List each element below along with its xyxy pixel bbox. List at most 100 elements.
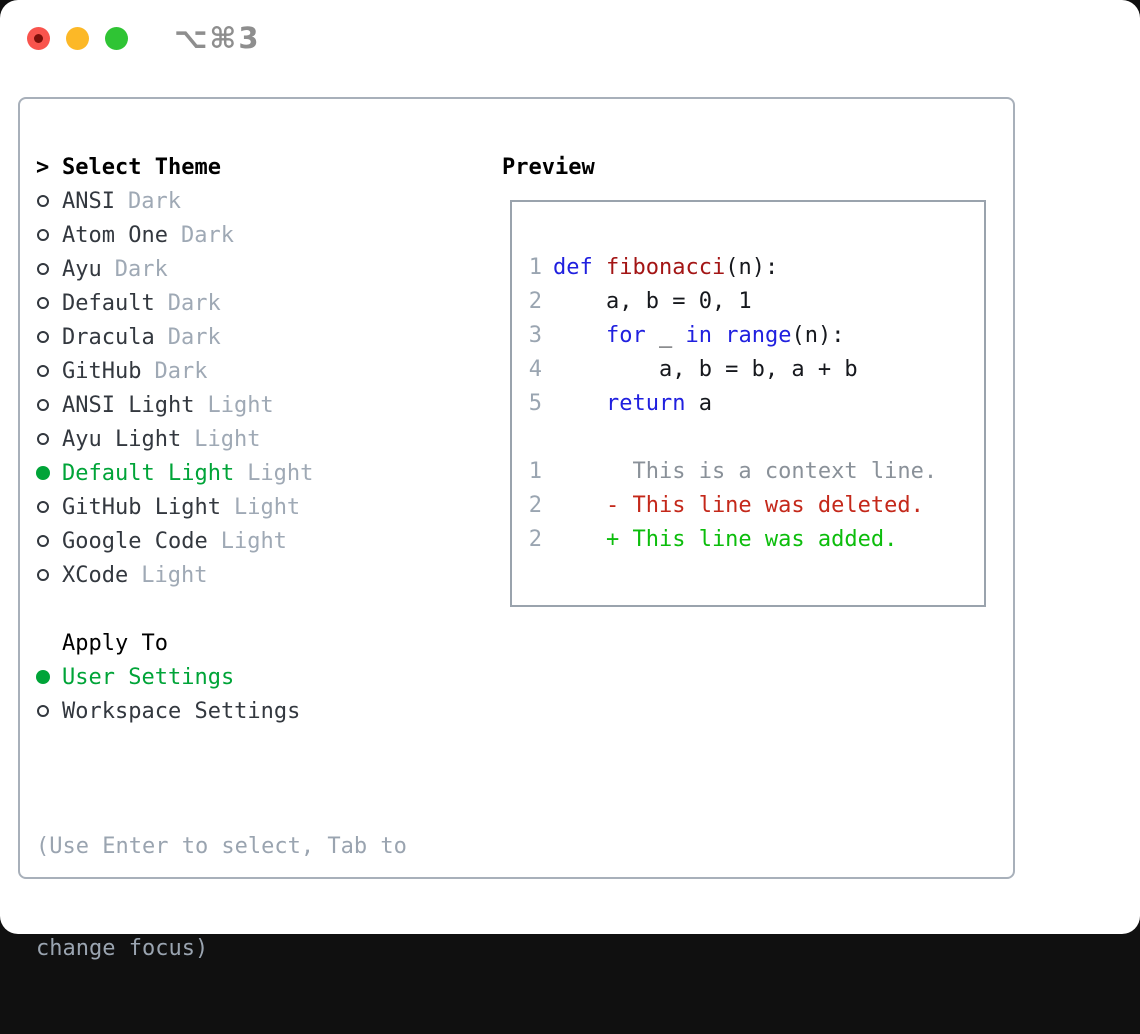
line-number: 1 [528,255,542,280]
code-line: 3 for _ in range(n): [528,318,984,352]
theme-item-tag: Light [234,495,300,520]
diff-line: 1 This is a context line. [528,454,984,488]
theme-item-tag: Dark [168,291,221,316]
apply-option-workspace-settings[interactable]: Workspace Settings [36,694,407,728]
help-text-line2: change focus) [36,932,407,966]
zoom-button[interactable] [105,27,128,50]
theme-item-github[interactable]: GitHub Dark [36,354,407,388]
line-number: 2 [528,527,542,552]
code-line: 4 a, b = b, a + b [528,352,984,386]
radio-icon [36,399,62,411]
diff-line-content: This is a context line. [553,459,937,484]
radio-icon [36,501,62,513]
radio-icon [36,331,62,343]
theme-item-tag: Light [207,393,273,418]
focus-arrow-icon: > [36,155,62,180]
theme-item-tag: Dark [115,257,168,282]
theme-item-name: XCode [62,563,128,588]
apply-option-label: Workspace Settings [62,699,300,724]
theme-item-name: Default Light [62,461,234,486]
selected-radio-icon [36,466,62,480]
theme-item-tag: Dark [128,189,181,214]
radio-icon [36,705,62,717]
diff-line: 2 - This line was deleted. [528,488,984,522]
code-line-content: a, b = 0, 1 [553,289,752,314]
titlebar: ⌥⌘3 [27,26,261,50]
theme-item-name: Google Code [62,529,208,554]
radio-icon [36,263,62,275]
theme-item-name: ANSI Light [62,393,194,418]
theme-item-name: Atom One [62,223,168,248]
radio-icon [36,433,62,445]
radio-icon [36,535,62,547]
theme-item-name: Ayu Light [62,427,181,452]
theme-item-xcode[interactable]: XCode Light [36,558,407,592]
preview-title: Preview [502,150,595,184]
theme-item-ansi-light[interactable]: ANSI Light Light [36,388,407,422]
selected-radio-icon [36,670,62,684]
apply-to-title: Apply To [62,631,168,656]
code-line-content: def fibonacci(n): [553,255,778,280]
theme-list-title: Select Theme [62,155,221,180]
radio-icon [36,229,62,241]
theme-item-tag: Light [194,427,260,452]
line-number: 3 [528,323,542,348]
line-number: 5 [528,391,542,416]
theme-item-name: GitHub Light [62,495,221,520]
code-line-content: for _ in range(n): [553,323,844,348]
theme-item-name: Default [62,291,155,316]
theme-item-tag: Dark [181,223,234,248]
theme-item-default[interactable]: Default Dark [36,286,407,320]
diff-line: 2 + This line was added. [528,522,984,556]
close-button[interactable] [27,27,50,50]
apply-option-label: User Settings [62,665,234,690]
code-line-content: return a [553,391,712,416]
theme-item-tag: Dark [168,325,221,350]
diff-preview: 1 This is a context line.2 - This line w… [528,454,984,556]
theme-list-header: > Select Theme [36,150,407,184]
minimize-button[interactable] [66,27,89,50]
radio-icon [36,365,62,377]
theme-item-ansi[interactable]: ANSI Dark [36,184,407,218]
radio-icon [36,297,62,309]
theme-item-name: ANSI [62,189,115,214]
theme-item-ayu-light[interactable]: Ayu Light Light [36,422,407,456]
help-text: (Use Enter to select, Tab to change focu… [36,762,407,1034]
screen: { "window": { "shortcut": "⌥⌘3", "traffi… [0,0,1140,934]
code-line: 1 def fibonacci(n): [528,250,984,284]
code-line-content: a, b = b, a + b [553,357,858,382]
theme-item-default-light[interactable]: Default Light Light [36,456,407,490]
diff-line-content: - This line was deleted. [553,493,924,518]
line-number: 2 [528,289,542,314]
theme-item-tag: Light [221,529,287,554]
diff-line-content: + This line was added. [553,527,897,552]
line-number: 4 [528,357,542,382]
theme-item-name: Ayu [62,257,102,282]
window-shortcut-label: ⌥⌘3 [174,21,261,55]
theme-item-dracula[interactable]: Dracula Dark [36,320,407,354]
theme-item-google-code[interactable]: Google Code Light [36,524,407,558]
theme-item-github-light[interactable]: GitHub Light Light [36,490,407,524]
theme-item-atom-one[interactable]: Atom One Dark [36,218,407,252]
radio-icon [36,195,62,207]
code-line: 2 a, b = 0, 1 [528,284,984,318]
apply-to-header-row: Apply To [36,626,407,660]
theme-item-name: Dracula [62,325,155,350]
theme-item-tag: Light [141,563,207,588]
radio-icon [36,569,62,581]
theme-item-tag: Light [247,461,313,486]
theme-item-tag: Dark [154,359,207,384]
help-text-line1: (Use Enter to select, Tab to [36,830,407,864]
line-number: 1 [528,459,542,484]
theme-item-ayu[interactable]: Ayu Dark [36,252,407,286]
line-number: 2 [528,493,542,518]
theme-item-name: GitHub [62,359,141,384]
apply-option-user-settings[interactable]: User Settings [36,660,407,694]
